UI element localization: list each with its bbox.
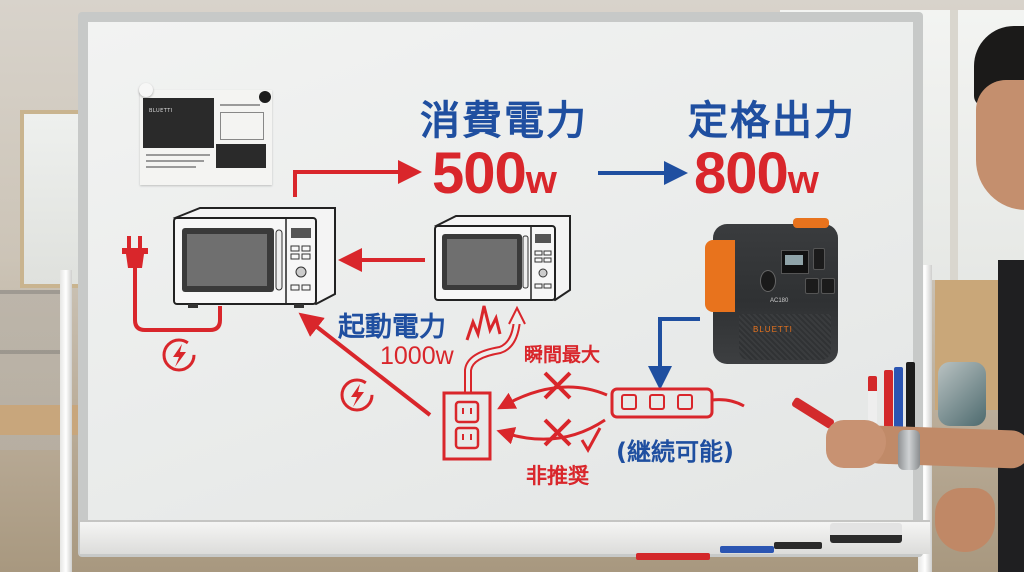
arrow-curve-2 bbox=[496, 418, 606, 445]
power-bolt-icon bbox=[340, 378, 374, 412]
posted-sheet: BLUETTI bbox=[140, 90, 272, 185]
startup-power-value: 1000w bbox=[380, 342, 454, 370]
stand-pole-left bbox=[60, 270, 72, 572]
consumption-value: 500w bbox=[432, 141, 557, 206]
continuous-ok-label: (継続可能) bbox=[616, 438, 734, 466]
sheet-brand: BLUETTI bbox=[149, 108, 173, 114]
power-station: BLUETTI AC180 bbox=[705, 218, 840, 366]
person-torso bbox=[998, 260, 1024, 572]
startup-power-label: 起動電力 bbox=[338, 312, 446, 343]
peak-label: 瞬間最大 bbox=[524, 344, 601, 366]
microwave-icon bbox=[172, 207, 336, 308]
person-hand-2 bbox=[935, 488, 995, 552]
cross-mark-icon bbox=[543, 418, 572, 447]
eraser bbox=[830, 523, 902, 543]
arrow-startup bbox=[298, 312, 432, 417]
rated-output-value: 800w bbox=[694, 141, 819, 206]
plug-cord bbox=[133, 268, 222, 332]
not-recommended-label: 非推奨 bbox=[526, 464, 589, 488]
power-bolt-icon bbox=[162, 338, 196, 372]
magnet-black bbox=[259, 91, 271, 103]
consumption-label: 消費電力 bbox=[420, 98, 588, 144]
wristwatch bbox=[898, 430, 920, 470]
magnet-white bbox=[139, 83, 153, 97]
person-face bbox=[976, 80, 1024, 210]
check-mark-icon bbox=[580, 427, 602, 454]
station-brand: BLUETTI bbox=[753, 325, 793, 334]
angle-grinder bbox=[938, 362, 986, 426]
wall-outlet-icon bbox=[442, 391, 492, 461]
microwave-icon bbox=[433, 215, 571, 302]
plug-icon bbox=[122, 236, 148, 268]
cross-mark-icon bbox=[543, 371, 572, 400]
arrow-to-strip bbox=[648, 317, 700, 390]
power-strip-icon bbox=[610, 387, 745, 419]
station-model: AC180 bbox=[770, 298, 789, 304]
person-hand bbox=[826, 420, 886, 468]
rated-output-label: 定格出力 bbox=[688, 98, 856, 144]
arrow-to-consumption bbox=[293, 160, 422, 197]
spike-icon bbox=[465, 305, 502, 341]
